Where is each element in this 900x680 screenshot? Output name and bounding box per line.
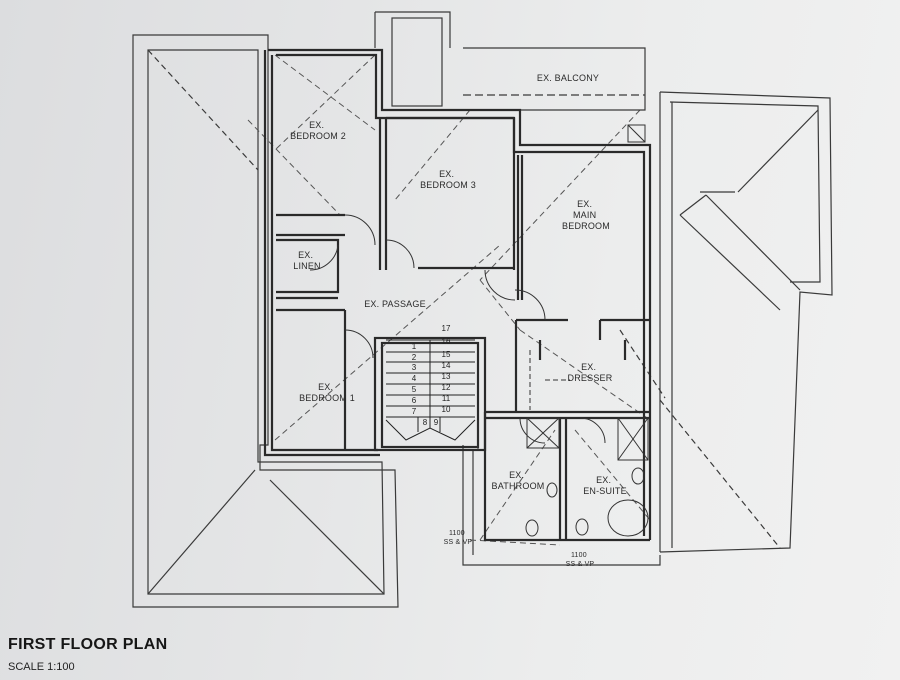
door-swing	[519, 417, 546, 444]
roof-outline-right	[659, 91, 833, 553]
toilet	[525, 519, 539, 537]
door-swing	[344, 329, 374, 359]
drawing-title: FIRST FLOOR PLAN	[8, 636, 168, 653]
stair-right-numbers: 16 15 14 13 12 11 10 9	[434, 337, 451, 427]
roof-hip	[269, 479, 385, 595]
roof-hip	[659, 399, 781, 549]
door-swing	[344, 214, 376, 246]
exterior-wall	[263, 50, 380, 457]
roof-hip	[737, 109, 819, 193]
roof-hip	[705, 194, 801, 291]
balcony-label: EX. BALCONY	[537, 73, 599, 83]
bath	[607, 499, 649, 537]
stair-step: 2	[412, 353, 417, 362]
stair-step: 15	[442, 350, 451, 359]
stair-left-numbers: 1 2 3 4 5 6 7 8	[412, 342, 428, 427]
shower	[617, 417, 649, 461]
stair-top-step: 17	[442, 324, 451, 333]
door-swing	[579, 417, 606, 444]
door-swing	[309, 244, 339, 271]
roof-hip	[147, 49, 259, 171]
stair-step: 7	[412, 407, 417, 416]
stair-step: 1	[412, 342, 417, 351]
bedroom3-label: EX. BEDROOM 3	[420, 169, 476, 190]
door-swing	[514, 289, 546, 321]
bathroom-note: 1100 SS & VP	[444, 530, 473, 546]
bathroom-label: EX. BATHROOM	[492, 470, 545, 491]
stair-step: 10	[442, 405, 451, 414]
stair-step: 11	[442, 394, 451, 403]
roof-hip	[679, 194, 707, 216]
roof-inner-right	[669, 101, 821, 283]
stair-step: 8	[423, 418, 428, 427]
ensuite-note: 1100 SS & VP	[566, 552, 595, 568]
passage-label: EX. PASSAGE	[364, 299, 426, 309]
bedroom2-label: EX. BEDROOM 2	[290, 120, 346, 141]
roof-hip	[147, 469, 256, 595]
door-swing	[385, 239, 415, 269]
basin	[546, 482, 558, 498]
exterior-wall	[268, 48, 652, 540]
door-swing	[484, 269, 516, 301]
drawing-scale: SCALE 1:100	[8, 661, 75, 673]
stair-step: 14	[442, 361, 451, 370]
main-bedroom-label: EX. MAIN BEDROOM	[562, 199, 610, 231]
flue	[627, 124, 646, 143]
top-projection	[374, 11, 451, 48]
roof-outline-left	[132, 34, 399, 608]
stair-step: 4	[412, 374, 417, 383]
dresser-label: EX. DRESSER	[568, 362, 613, 383]
balcony-outline	[463, 47, 646, 111]
stair-step: 3	[412, 363, 417, 372]
stair-step: 13	[442, 372, 451, 381]
roof-outline-bottom	[462, 445, 661, 566]
shower	[526, 417, 560, 449]
linen-label: EX. LINEN	[293, 250, 321, 271]
bedroom1-label: EX. BEDROOM 1	[299, 382, 355, 403]
stair-step: 6	[412, 396, 417, 405]
stair-step: 5	[412, 385, 417, 394]
stair-step: 12	[442, 383, 451, 392]
toilet	[575, 518, 589, 536]
stair-step: 16	[442, 337, 451, 346]
basin	[631, 467, 645, 485]
stair-step: 9	[434, 418, 439, 427]
roof-hip	[619, 329, 666, 399]
ensuite-label: EX. EN-SUITE	[583, 475, 627, 496]
roof-hip	[679, 214, 781, 311]
